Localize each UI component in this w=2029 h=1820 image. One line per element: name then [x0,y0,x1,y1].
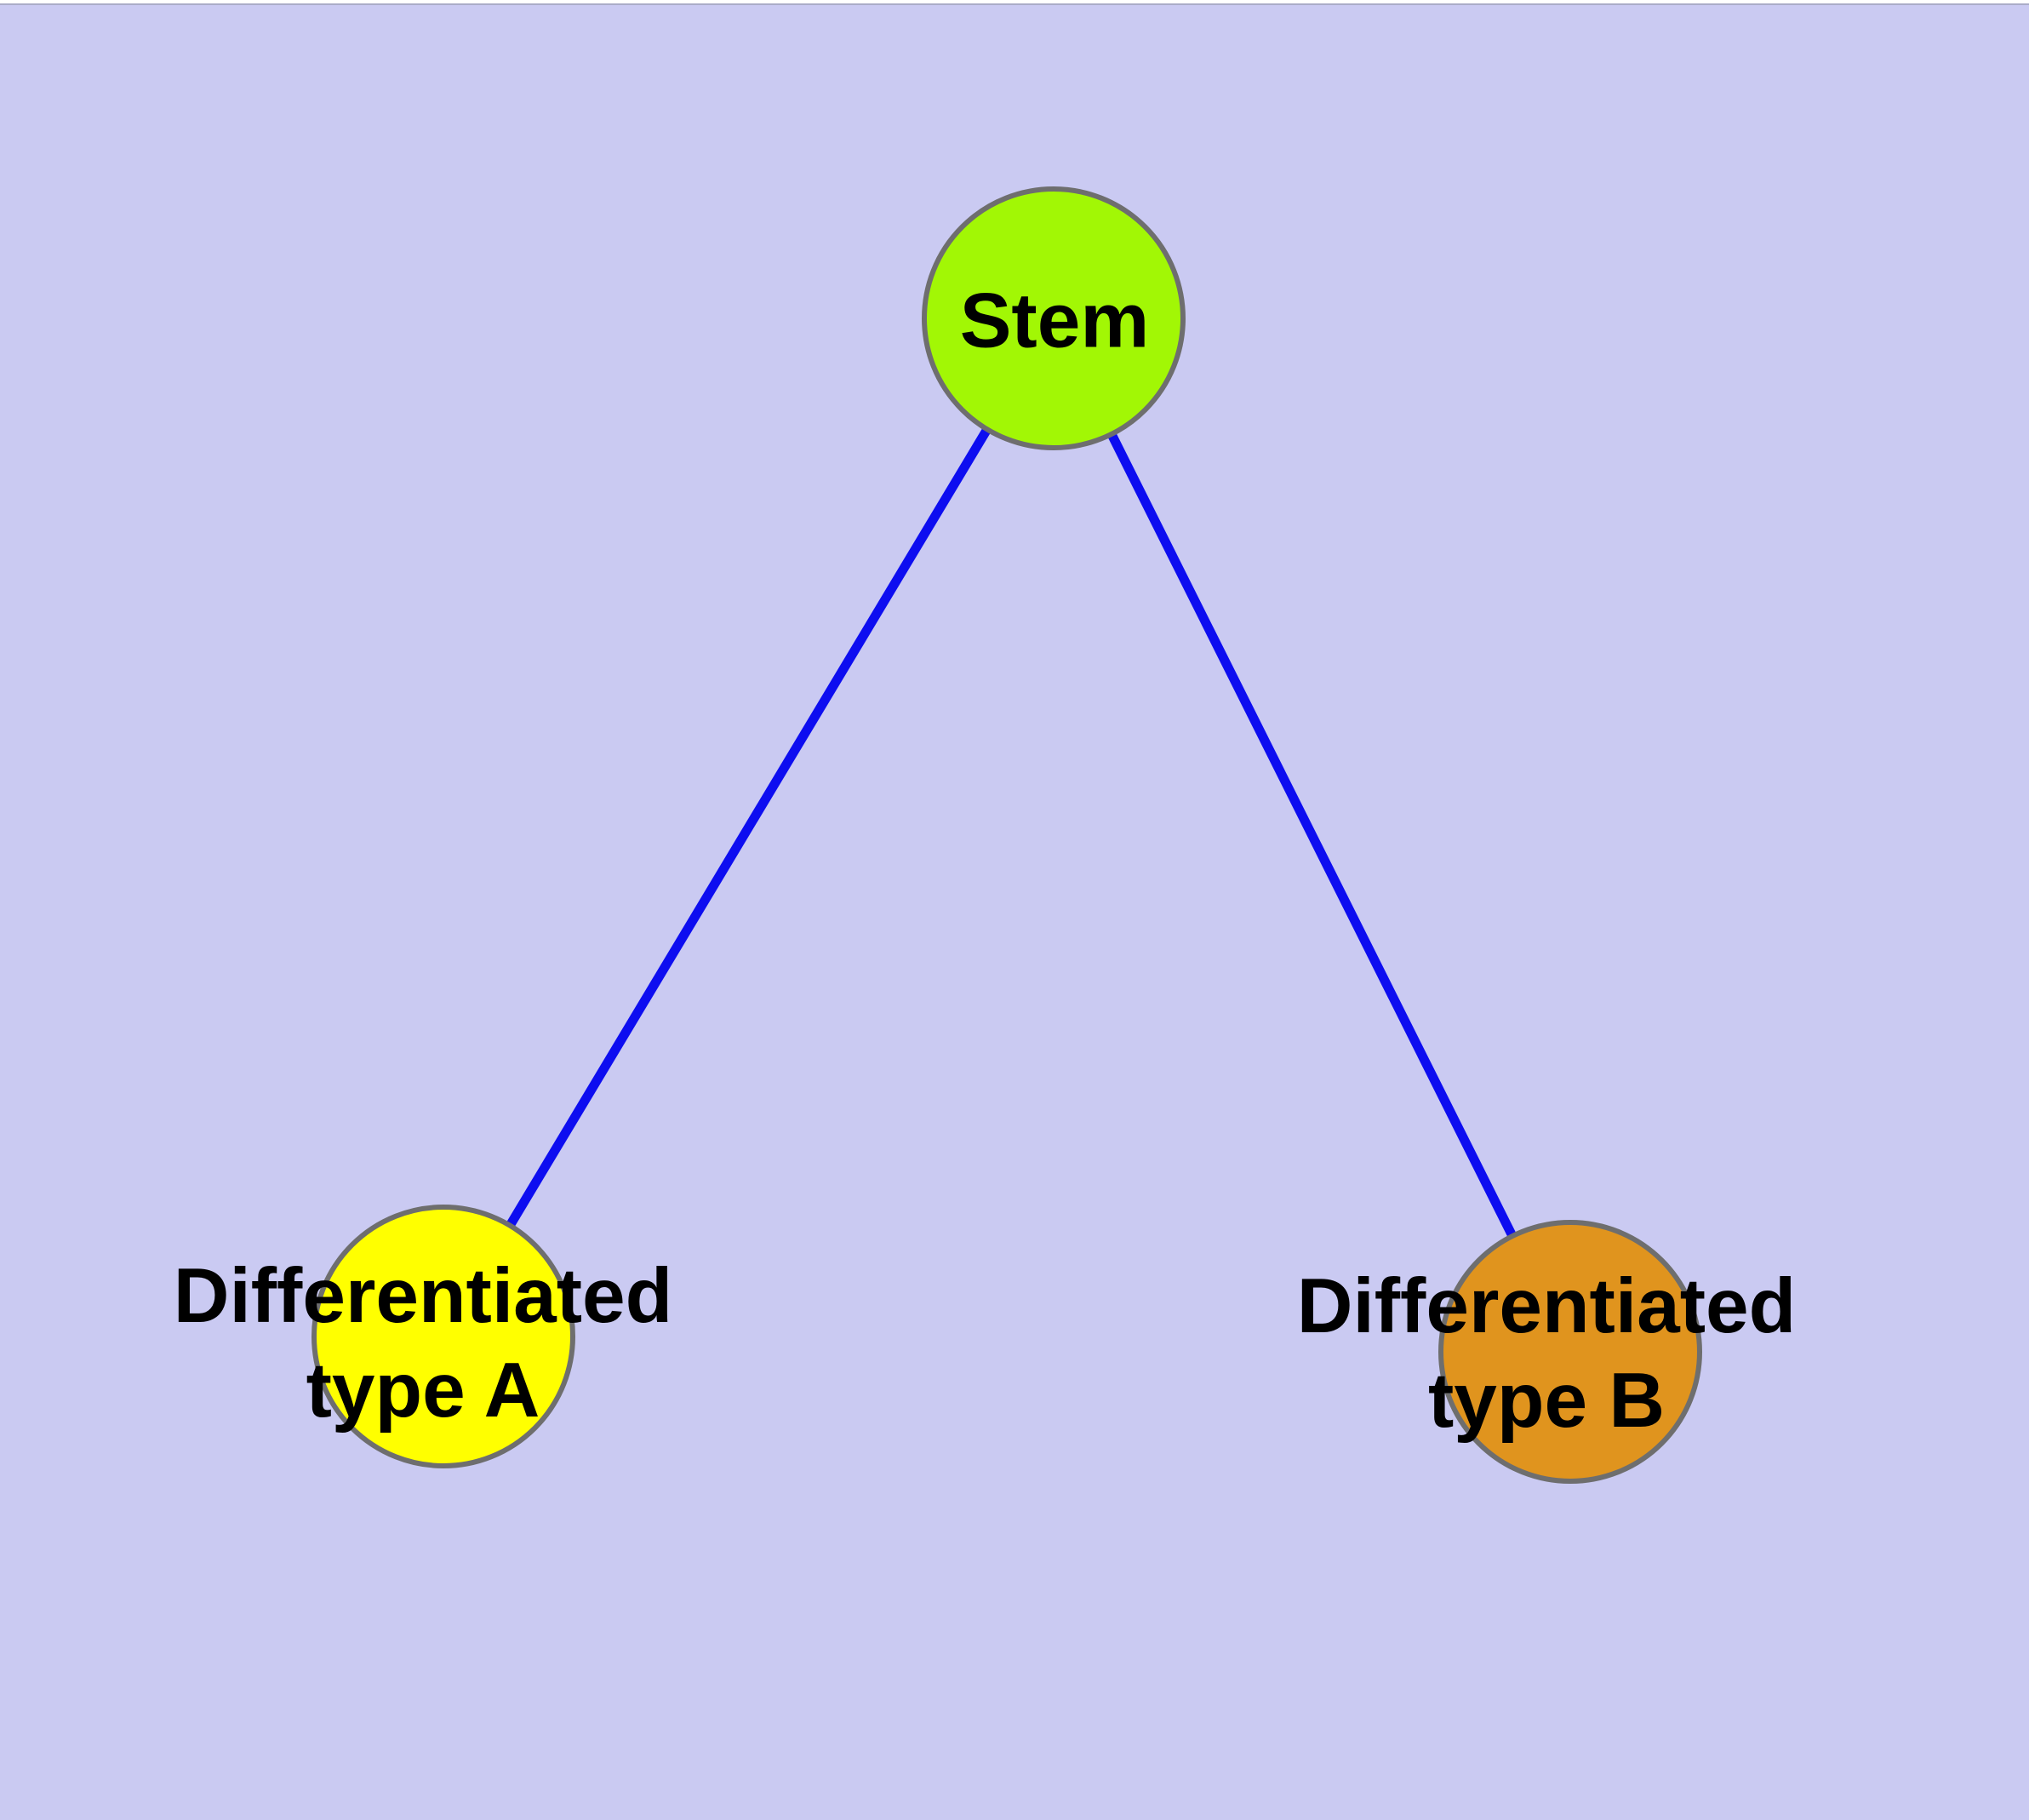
edge-stem-to-type-b [1049,316,1575,1354]
node-stem-label: Stem [959,278,1150,364]
edge-stem-to-type-a [439,316,1058,1339]
node-differentiated-type-b-label: Differentiated type B [1296,1263,1797,1444]
top-margin-strip [0,0,2029,5]
node-differentiated-type-b [1438,1220,1702,1484]
node-differentiated-type-a [311,1205,575,1468]
node-stem [922,186,1186,450]
node-differentiated-type-a-label: Differentiated type A [173,1253,673,1434]
